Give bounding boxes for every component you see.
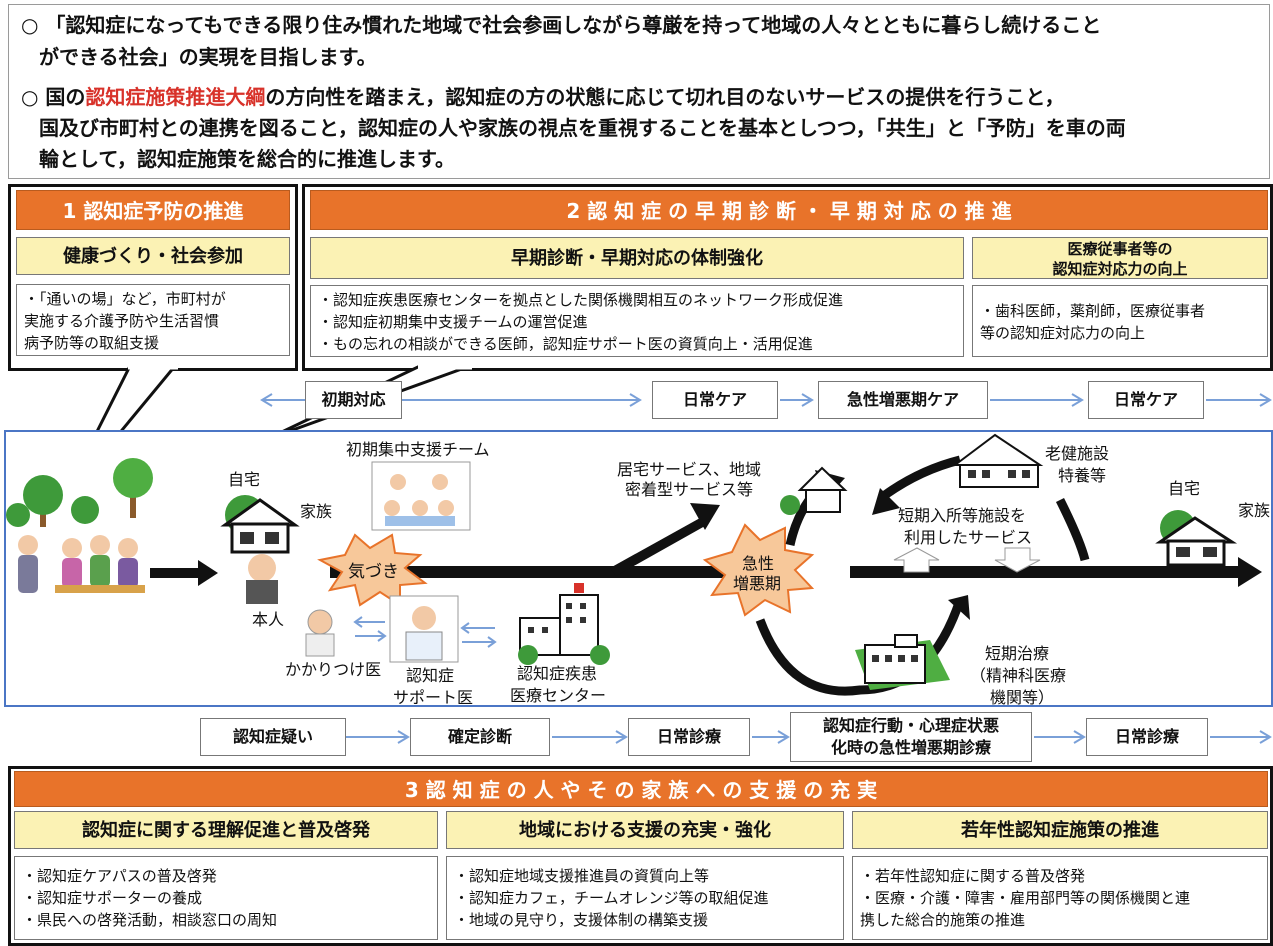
section2-body-b: ・歯科医師，薬剤師，医療従事者 等の認知症対応力の向上 bbox=[972, 285, 1268, 357]
timeline-top-arrows bbox=[260, 393, 1272, 407]
home-left-label: 自宅 bbox=[228, 470, 261, 489]
gp-label: かかりつけ医 bbox=[285, 660, 382, 679]
section2-body-b-line: 等の認知症対応力の向上 bbox=[980, 324, 1146, 342]
section2-subtitle-b-line: 医療従事者等の bbox=[1067, 240, 1173, 258]
section2-subtitle-a: 早期診断・早期対応の体制強化 bbox=[310, 237, 964, 279]
dementia-medical-center-icon bbox=[518, 583, 610, 665]
initial-team-label: 初期集中支援チーム bbox=[346, 440, 490, 459]
park-trees-icon bbox=[6, 458, 153, 527]
support-doctor-label-1: 認知症 bbox=[406, 666, 455, 685]
short-treatment-label-3: 機関等） bbox=[990, 688, 1055, 707]
section2-body-a: ・認知症疾患医療センターを拠点とした関係機関相互のネットワーク形成促進 ・認知症… bbox=[310, 285, 964, 357]
family-left-label: 家族 bbox=[300, 502, 333, 521]
section3-col3-line: 携した総合的施策の推進 bbox=[860, 911, 1026, 929]
community-service-house-icon bbox=[780, 466, 848, 515]
timeline-bottom-suspected: 認知症疑い bbox=[200, 718, 346, 756]
section2-body-a-line: ・認知症疾患医療センターを拠点とした関係機関相互のネットワーク形成促進 bbox=[318, 291, 844, 309]
section3-col1-line: ・認知症サポーターの養成 bbox=[22, 889, 203, 907]
section2-body-a-line: ・もの忘れの相談ができる医師，認知症サポート医の資質向上・活用促進 bbox=[318, 335, 813, 353]
intro-line-2: ができる社会」の実現を目指します。 bbox=[39, 45, 377, 69]
short-stay-arrows bbox=[893, 547, 1041, 573]
section3-col3-head: 若年性認知症施策の推進 bbox=[852, 811, 1268, 849]
timeline-top-initial-response: 初期対応 bbox=[305, 381, 402, 419]
psychiatric-hospital-icon bbox=[855, 634, 950, 690]
gp-doctor-icon bbox=[305, 609, 335, 657]
section1-body-line: ・「通いの場」など，市町村が bbox=[24, 290, 226, 308]
intro-line-5: 輪として，認知症施策を総合的に推進します。 bbox=[39, 147, 455, 171]
elderly-group-icon bbox=[18, 535, 145, 593]
section3-col3-line: ・医療・介護・障害・雇用部門等の関係機関と連 bbox=[860, 889, 1191, 907]
short-treatment-label-2: （精神科医療 bbox=[970, 666, 1067, 685]
acute-label-1: 急性 bbox=[742, 554, 775, 573]
section3-col2-body: ・認知症地域支援推進員の資質向上等 ・認知症カフェ，チームオレンジ等の取組促進 … bbox=[446, 856, 844, 940]
section1-body-line: 実施する介護予防や生活習慣 bbox=[24, 312, 220, 330]
intro-line-4: 国及び市町村との連携を図ること，認知症の人や家族の視点を重視することを基本としつ… bbox=[39, 116, 1126, 140]
consult-arrows bbox=[353, 616, 497, 648]
facility-label-1: 老健施設 bbox=[1045, 444, 1110, 463]
section2-title: 2 認 知 症 の 早 期 診 断 ・ 早 期 対 応 の 推 進 bbox=[310, 190, 1268, 230]
care-facility-icon bbox=[952, 433, 1044, 488]
timeline-bottom-daily-treatment: 日常診療 bbox=[628, 718, 750, 756]
section1-subtitle: 健康づくり・社会参加 bbox=[16, 237, 290, 275]
support-doctor-label-2: サポート医 bbox=[393, 688, 474, 707]
timeline-bottom-arrows bbox=[346, 730, 1272, 744]
timeline-bottom-acute-treatment: 認知症行動・心理症状悪 化時の急性増悪期診療 bbox=[790, 712, 1032, 762]
family-right-label: 家族 bbox=[1238, 501, 1271, 520]
section1-body: ・「通いの場」など，市町村が 実施する介護予防や生活習慣 病予防等の取組支援 bbox=[16, 284, 290, 356]
main-flow-arrow bbox=[150, 557, 1262, 587]
timeline-bottom-acute-line: 化時の急性増悪期診療 bbox=[830, 738, 991, 757]
awareness-label: 気づき bbox=[348, 562, 399, 582]
section2-body-b-line: ・歯科医師，薬剤師，医療従事者 bbox=[980, 302, 1206, 320]
section2-subtitle-b-line: 認知症対応力の向上 bbox=[1052, 260, 1188, 278]
section2-subtitle-b: 医療従事者等の 認知症対応力の向上 bbox=[972, 237, 1268, 279]
facility-label-2: 特養等 bbox=[1058, 466, 1107, 485]
home-left-icon bbox=[220, 495, 300, 554]
acute-label-2: 増悪期 bbox=[733, 574, 782, 593]
timeline-bottom-acute-line: 認知症行動・心理症状悪 bbox=[822, 716, 999, 735]
section3-col1-line: ・認知症ケアパスの普及啓発 bbox=[22, 867, 217, 885]
intro-box: ○ 「認知症になってもできる限り住み慣れた地域で社会参画しながら尊厳を持って地域… bbox=[8, 4, 1270, 179]
intro-line-1: ○ 「認知症になってもできる限り住み慣れた地域で社会参画しながら尊厳を持って地域… bbox=[21, 13, 1102, 37]
timeline-top-acute-care: 急性増悪期ケア bbox=[818, 381, 988, 419]
medical-center-label-2: 医療センター bbox=[510, 686, 607, 705]
section3-col1-body: ・認知症ケアパスの普及啓発 ・認知症サポーターの養成 ・県民への啓発活動，相談窓… bbox=[14, 856, 438, 940]
home-right-label: 自宅 bbox=[1168, 479, 1201, 498]
short-treatment-label-1: 短期治療 bbox=[985, 644, 1050, 663]
section3-col1-line: ・県民への啓発活動，相談窓口の周知 bbox=[22, 911, 278, 929]
section3-col2-head: 地域における支援の充実・強化 bbox=[446, 811, 844, 849]
acute-exacerbation-burst-icon bbox=[702, 523, 815, 617]
section1-title: 1 認知症予防の推進 bbox=[16, 190, 290, 230]
intro-line-3-prefix: ○ 国の bbox=[21, 85, 86, 109]
section3-col3-body: ・若年性認知症に関する普及啓発 ・医療・介護・障害・雇用部門等の関係機関と連 携… bbox=[852, 856, 1268, 940]
policy-outline-highlight: 認知症施策推進大綱 bbox=[85, 85, 266, 109]
initial-support-team-icon bbox=[371, 461, 471, 531]
short-stay-label-1: 短期入所等施設を bbox=[898, 506, 1027, 525]
section3-col2-line: ・地域の見守り，支援体制の構築支援 bbox=[454, 911, 708, 929]
section3-col3-line: ・若年性認知症に関する普及啓発 bbox=[860, 867, 1086, 885]
short-stay-label-2: 利用したサービス bbox=[904, 528, 1033, 547]
section2-body-a-line: ・認知症初期集中支援チームの運営促進 bbox=[318, 313, 588, 331]
timeline-bottom-diagnosis: 確定診断 bbox=[410, 718, 550, 756]
section3-col1-head: 認知症に関する理解促進と普及啓発 bbox=[14, 811, 438, 849]
section3-col2-line: ・認知症カフェ，チームオレンジ等の取組促進 bbox=[454, 889, 769, 907]
home-service-label-2: 密着型サービス等 bbox=[625, 480, 754, 499]
intro-line-3: ○ 国の認知症施策推進大綱の方向性を踏まえ，認知症の方の状態に応じて切れ目のない… bbox=[21, 83, 1065, 111]
home-service-label-1: 居宅サービス、地域 bbox=[617, 460, 762, 479]
person-icon bbox=[246, 554, 278, 604]
person-label: 本人 bbox=[252, 610, 285, 629]
home-service-arrow bbox=[610, 503, 720, 576]
medical-center-label-1: 認知症疾患 bbox=[517, 664, 598, 683]
timeline-top-daily-care: 日常ケア bbox=[652, 381, 778, 419]
home-right-icon bbox=[1155, 510, 1238, 567]
section3-col2-line: ・認知症地域支援推進員の資質向上等 bbox=[454, 867, 710, 885]
intro-line-3-suffix: の方向性を踏まえ，認知症の方の状態に応じて切れ目のないサービスの提供を行うこと， bbox=[265, 85, 1065, 109]
support-doctor-icon bbox=[389, 595, 459, 663]
section1-body-line: 病予防等の取組支援 bbox=[24, 334, 160, 352]
timeline-top-daily-care-2: 日常ケア bbox=[1088, 381, 1204, 419]
section3-title: 3 認 知 症 の 人 や そ の 家 族 へ の 支 援 の 充 実 bbox=[14, 771, 1268, 807]
timeline-bottom-daily-treatment-2: 日常診療 bbox=[1086, 718, 1208, 756]
